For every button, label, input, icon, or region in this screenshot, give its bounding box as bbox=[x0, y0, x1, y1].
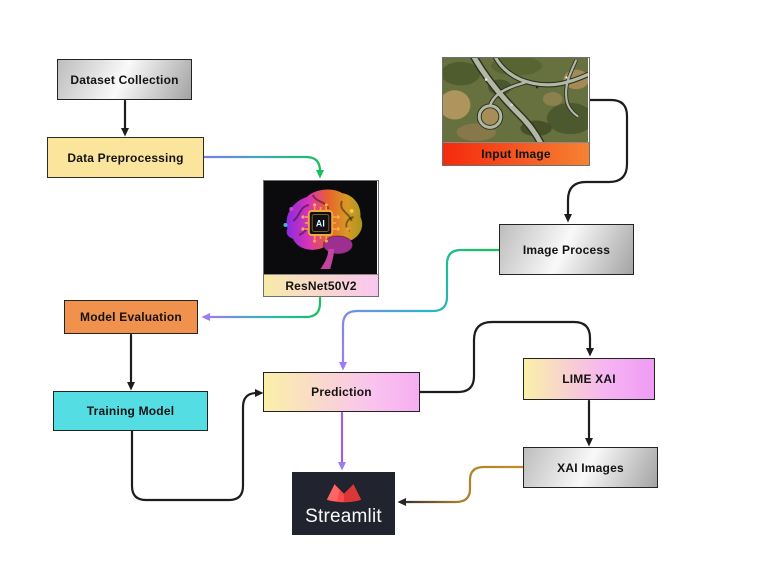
node-resnet50v2-label-bar: ResNet50V2 bbox=[264, 274, 378, 296]
aerial-photo bbox=[443, 58, 588, 142]
neon-brain-image: AI bbox=[264, 181, 377, 274]
node-model-evaluation: Model Evaluation bbox=[64, 300, 198, 334]
node-xai-images-label: XAI Images bbox=[557, 460, 624, 475]
node-data-preprocessing: Data Preprocessing bbox=[47, 137, 204, 178]
edge-xaiimages-to-streamlit bbox=[397, 465, 525, 506]
node-resnet50v2: AI ResNet50V2 bbox=[263, 180, 379, 297]
node-input-image-label-bar: Input Image bbox=[443, 142, 589, 165]
ai-chip-icon: AI bbox=[307, 210, 334, 236]
svg-text:AI: AI bbox=[316, 218, 325, 228]
node-training-model-label: Training Model bbox=[86, 404, 175, 418]
node-lime-xai: LIME XAI bbox=[523, 358, 655, 400]
edge-preprocessing-to-resnet bbox=[202, 155, 324, 179]
node-streamlit: Streamlit bbox=[292, 472, 395, 535]
node-training-model: Training Model bbox=[53, 391, 208, 431]
node-image-process: Image Process bbox=[499, 224, 634, 275]
node-streamlit-label: Streamlit bbox=[305, 505, 382, 527]
node-model-evaluation-label: Model Evaluation bbox=[80, 310, 182, 324]
node-resnet50v2-label: ResNet50V2 bbox=[285, 278, 357, 293]
node-dataset-collection: Dataset Collection bbox=[57, 59, 192, 100]
streamlit-crown-icon bbox=[326, 483, 361, 502]
node-input-image-label: Input Image bbox=[481, 147, 551, 161]
node-prediction-label: Prediction bbox=[311, 385, 372, 399]
node-image-process-label: Image Process bbox=[522, 242, 611, 257]
node-dataset-collection-label: Dataset Collection bbox=[70, 72, 179, 87]
node-data-preprocessing-label: Data Preprocessing bbox=[67, 150, 184, 165]
node-lime-xai-label: LIME XAI bbox=[562, 372, 616, 386]
edge-resnet-to-modeleval bbox=[201, 296, 322, 321]
node-xai-images: XAI Images bbox=[523, 447, 658, 488]
node-prediction: Prediction bbox=[263, 372, 420, 412]
node-input-image: Input Image bbox=[442, 57, 590, 166]
